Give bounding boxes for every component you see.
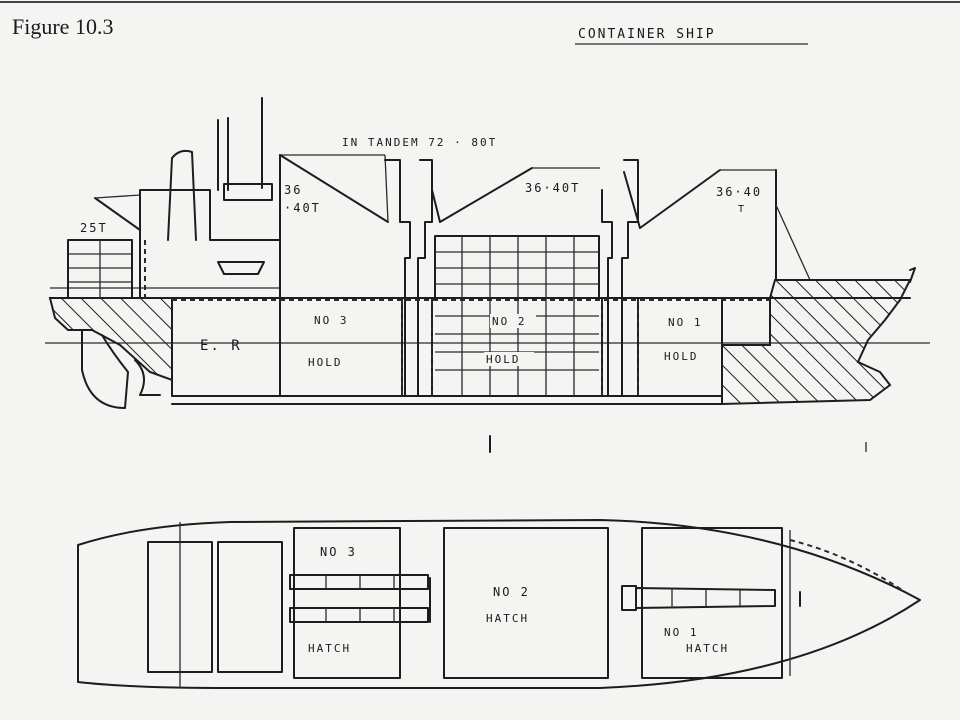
hatch-3 (293, 527, 401, 679)
bridge-windows (223, 183, 273, 201)
hold-3 (279, 297, 403, 397)
hatch-3-number: NO 3 (320, 545, 357, 559)
bow-tip (909, 267, 916, 283)
derrick-1-boom (639, 169, 721, 229)
aft-derrick-boom (94, 197, 141, 231)
hatch-2 (443, 527, 609, 679)
derrick-2-rating: 36·40T (525, 181, 580, 195)
profile-view: E. R 25T NO 3 HOLD (45, 97, 930, 453)
kingpost-3-2 (384, 159, 411, 397)
lifeboat (217, 261, 265, 275)
accommodation-block (139, 189, 281, 299)
aft-deck-containers (67, 239, 133, 299)
hatch-1-label: HATCH (686, 642, 729, 655)
hatch-2-label: HATCH (486, 612, 529, 625)
derrick-1-rating-bottom: T (738, 204, 746, 215)
hold-1 (637, 297, 723, 397)
hold-1-number: NO 1 (668, 316, 703, 329)
hatch-2-number: NO 2 (493, 585, 530, 599)
stern-rudder (81, 329, 129, 409)
hold-2-label: HOLD (486, 353, 521, 366)
hatch-1-number: NO 1 (664, 626, 699, 639)
forecastle-line (789, 539, 906, 593)
aft-hatched-structure (48, 297, 173, 382)
aft-deck-containers-plan (147, 541, 213, 673)
hold-3-number: NO 3 (314, 314, 349, 327)
hatch-3-derrick-booms (289, 574, 431, 623)
hatch-1 (641, 527, 783, 679)
derrick-3-boom (279, 154, 389, 223)
derrick-3-rating-bottom: ·40T (284, 201, 321, 215)
funnel (167, 149, 197, 241)
plan-view: NO 3 HATCH NO 2 HATCH NO 1 HATCH (77, 519, 921, 689)
aft-derrick-rating: 25T (80, 221, 108, 235)
propeller (134, 359, 161, 396)
derrick-1-rating-top: 36·40 (716, 185, 762, 199)
hatch-1-derrick-boom (621, 585, 776, 611)
derrick-3-rating-top: 36 (284, 183, 302, 197)
hold-2 (431, 297, 603, 397)
hold-3-label: HOLD (308, 356, 343, 369)
diagram-title: CONTAINER SHIP (578, 27, 716, 42)
hold-2-number: NO 2 (492, 315, 527, 328)
kingpost-2-1 (601, 189, 613, 397)
derrick-2-aft-boom (431, 189, 441, 223)
figure-label: Figure 10.3 (12, 14, 113, 39)
engine-room-label: E. R (200, 338, 242, 354)
hold-1-label: HOLD (664, 350, 699, 363)
hatch-3-label: HATCH (308, 642, 351, 655)
tandem-rating: IN TANDEM 72 · 80T (342, 136, 497, 149)
hull-outline (77, 519, 921, 689)
